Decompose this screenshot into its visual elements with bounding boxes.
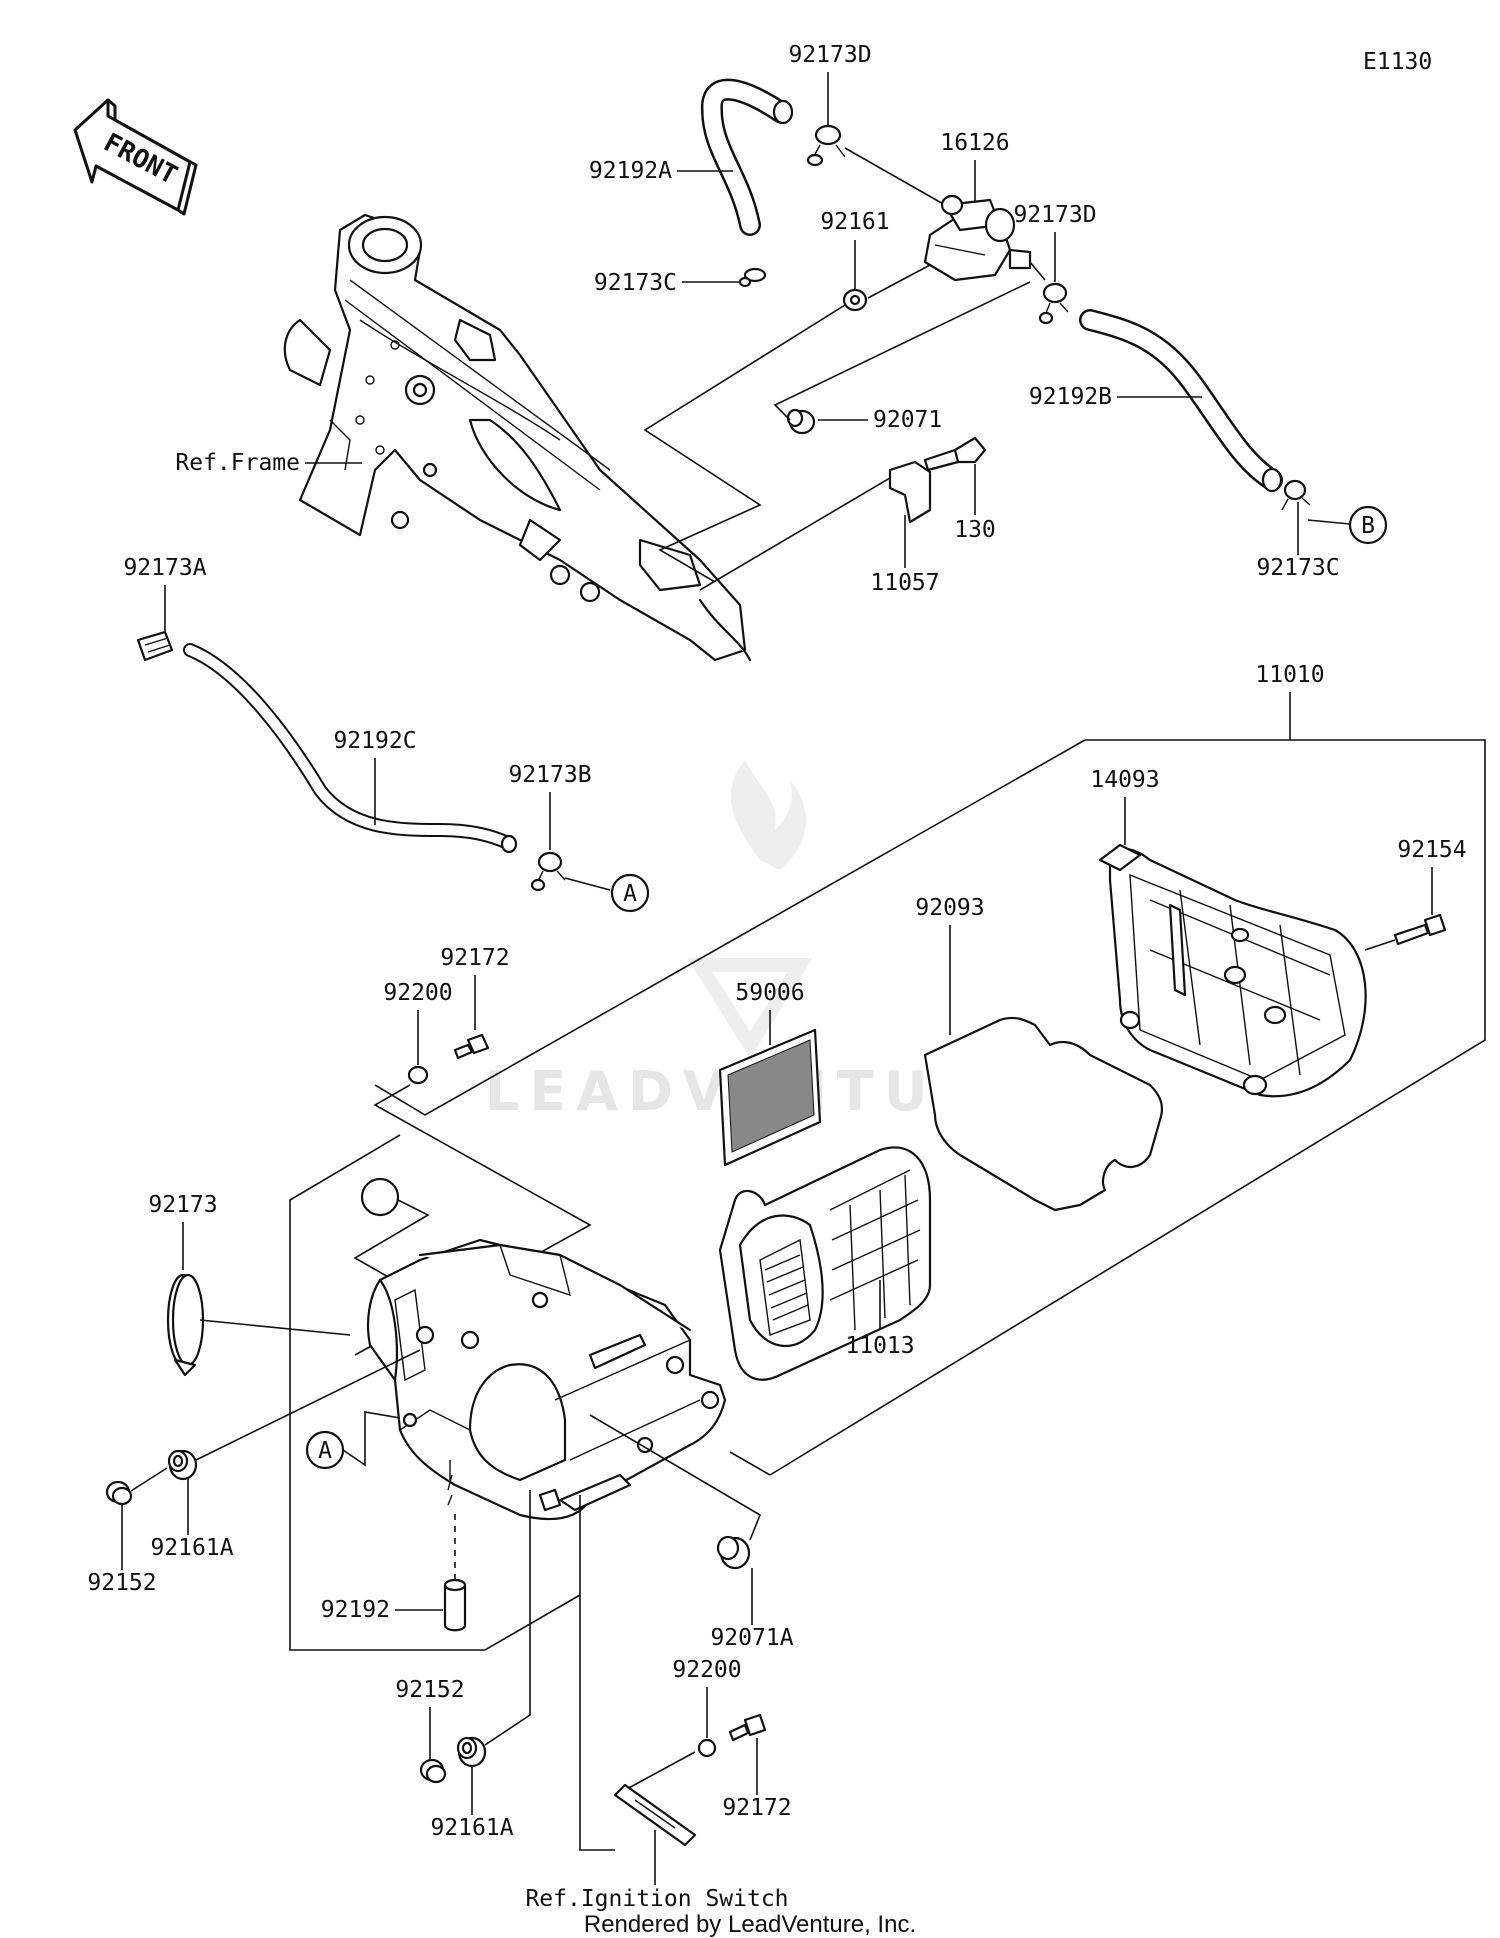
plug-92152-bottom	[419, 1758, 447, 1784]
clamp-92173b	[530, 851, 566, 892]
frame-drawing	[283, 213, 752, 662]
label-92154: 92154	[1397, 837, 1466, 863]
leader-plug-grommet	[130, 1467, 168, 1492]
label-92172-top: 92172	[440, 945, 509, 971]
leader-washer-strap	[624, 1751, 696, 1791]
leader-92071a-up	[589, 1414, 761, 1541]
label-11013: 11013	[845, 1333, 914, 1359]
plug-92152-left	[105, 1480, 133, 1506]
label-16126: 16126	[940, 130, 1009, 156]
clamp-92173a	[136, 630, 174, 662]
screw-92172-bottom	[728, 1713, 767, 1742]
label-11057: 11057	[870, 570, 939, 596]
leader-clamp-valve	[844, 147, 946, 206]
label-92173a: 92173A	[123, 555, 206, 581]
label-92192b: 92192B	[1029, 384, 1112, 410]
grommet-92161	[842, 288, 868, 312]
label-92200-bottom: 92200	[672, 1657, 741, 1683]
label-92173d-top: 92173D	[788, 42, 871, 68]
hose-92192a	[701, 78, 794, 236]
leader-callout-a2	[342, 1411, 401, 1467]
leader-grommet-valve	[867, 264, 931, 299]
filter-element-11013	[718, 1146, 932, 1381]
label-92071a: 92071A	[710, 1625, 793, 1651]
label-92173: 92173	[148, 1192, 217, 1218]
clamp-92173d-right	[1038, 282, 1069, 325]
grommet-92161a-bottom	[456, 1736, 487, 1768]
clamp-92173d-top	[806, 124, 846, 167]
leader-callout-a1	[564, 877, 611, 891]
callout-a1-circle	[610, 873, 650, 913]
callout-b2-circle	[360, 1177, 400, 1217]
label-92192c: 92192C	[333, 728, 416, 754]
label-92152-bottom: 92152	[395, 1677, 464, 1703]
label-92093: 92093	[915, 895, 984, 921]
callout-b1: B	[1361, 513, 1375, 539]
label-11010: 11010	[1255, 662, 1324, 688]
label-92173b: 92173B	[508, 762, 591, 788]
screw-92172-top	[453, 1033, 490, 1060]
callout-a1: A	[623, 881, 637, 907]
housing-outline-left	[289, 1134, 581, 1651]
label-ref-ignition: Ref.Ignition Switch	[525, 1886, 788, 1912]
front-arrow-icon: FRONT	[73, 98, 198, 216]
label-92173c-right: 92173C	[1256, 555, 1339, 581]
grommet-92071	[786, 408, 816, 435]
leader-grommet-bottom	[484, 1490, 531, 1746]
label-92173c-top: 92173C	[594, 270, 677, 296]
label-92173d-right: 92173D	[1013, 202, 1096, 228]
band-clamp-92173	[166, 1273, 205, 1377]
clamp-92173c-top	[738, 267, 767, 288]
callout-b1-circle	[1348, 505, 1388, 545]
bolt-130	[923, 436, 987, 472]
assembly-11010-outline-right	[769, 739, 1486, 1476]
label-92172-bottom: 92172	[722, 1795, 791, 1821]
drain-tube-92192	[443, 1578, 467, 1632]
washer-92200-top	[407, 1065, 429, 1085]
label-92071: 92071	[873, 407, 942, 433]
grommet-92071a	[716, 1535, 751, 1570]
label-92192: 92192	[321, 1597, 390, 1623]
bracket-11057	[888, 460, 932, 524]
diagram-id: E1130	[1363, 49, 1432, 75]
leader-ignition-strap	[579, 1495, 615, 1851]
hose-92192c	[183, 643, 518, 854]
screw-92154	[1393, 913, 1447, 946]
label-92152-left: 92152	[87, 1570, 156, 1596]
label-59006: 59006	[735, 980, 804, 1006]
label-92200-top: 92200	[383, 980, 452, 1006]
air-box-housing	[366, 1238, 727, 1521]
leader-grommet-left	[195, 1349, 421, 1461]
credit-text: Rendered by LeadVenture, Inc.	[584, 1911, 916, 1938]
cover-14093	[1098, 843, 1367, 1098]
leader-frame-grommet	[643, 304, 846, 583]
label-92192a: 92192A	[589, 158, 672, 184]
grommet-92161a-left	[167, 1449, 198, 1481]
leader-bracket-frame	[699, 477, 891, 591]
screen-59006	[718, 1028, 822, 1167]
label-92161: 92161	[820, 209, 889, 235]
leader-callout-b1	[1307, 519, 1351, 525]
assembly-11010-outline-bottom	[729, 1451, 771, 1476]
hose-92192b	[1079, 309, 1283, 493]
label-ref-frame: Ref.Frame	[175, 450, 300, 476]
callout-a2: A	[318, 1438, 332, 1464]
label-14093: 14093	[1090, 767, 1159, 793]
label-92161a-bottom: 92161A	[430, 1815, 513, 1841]
leader-valve-clamp	[1029, 261, 1046, 281]
label-92161a-left: 92161A	[150, 1535, 233, 1561]
strap-ignition	[613, 1783, 697, 1847]
gasket-92093	[923, 1016, 1164, 1212]
leader-band-clamp	[199, 1319, 351, 1336]
washer-92200-bottom	[697, 1738, 717, 1758]
leader-screw-cover	[1364, 939, 1396, 951]
leader-valve-grommet	[773, 281, 1031, 421]
clamp-92173c-right	[1281, 479, 1311, 511]
label-130: 130	[954, 517, 996, 543]
